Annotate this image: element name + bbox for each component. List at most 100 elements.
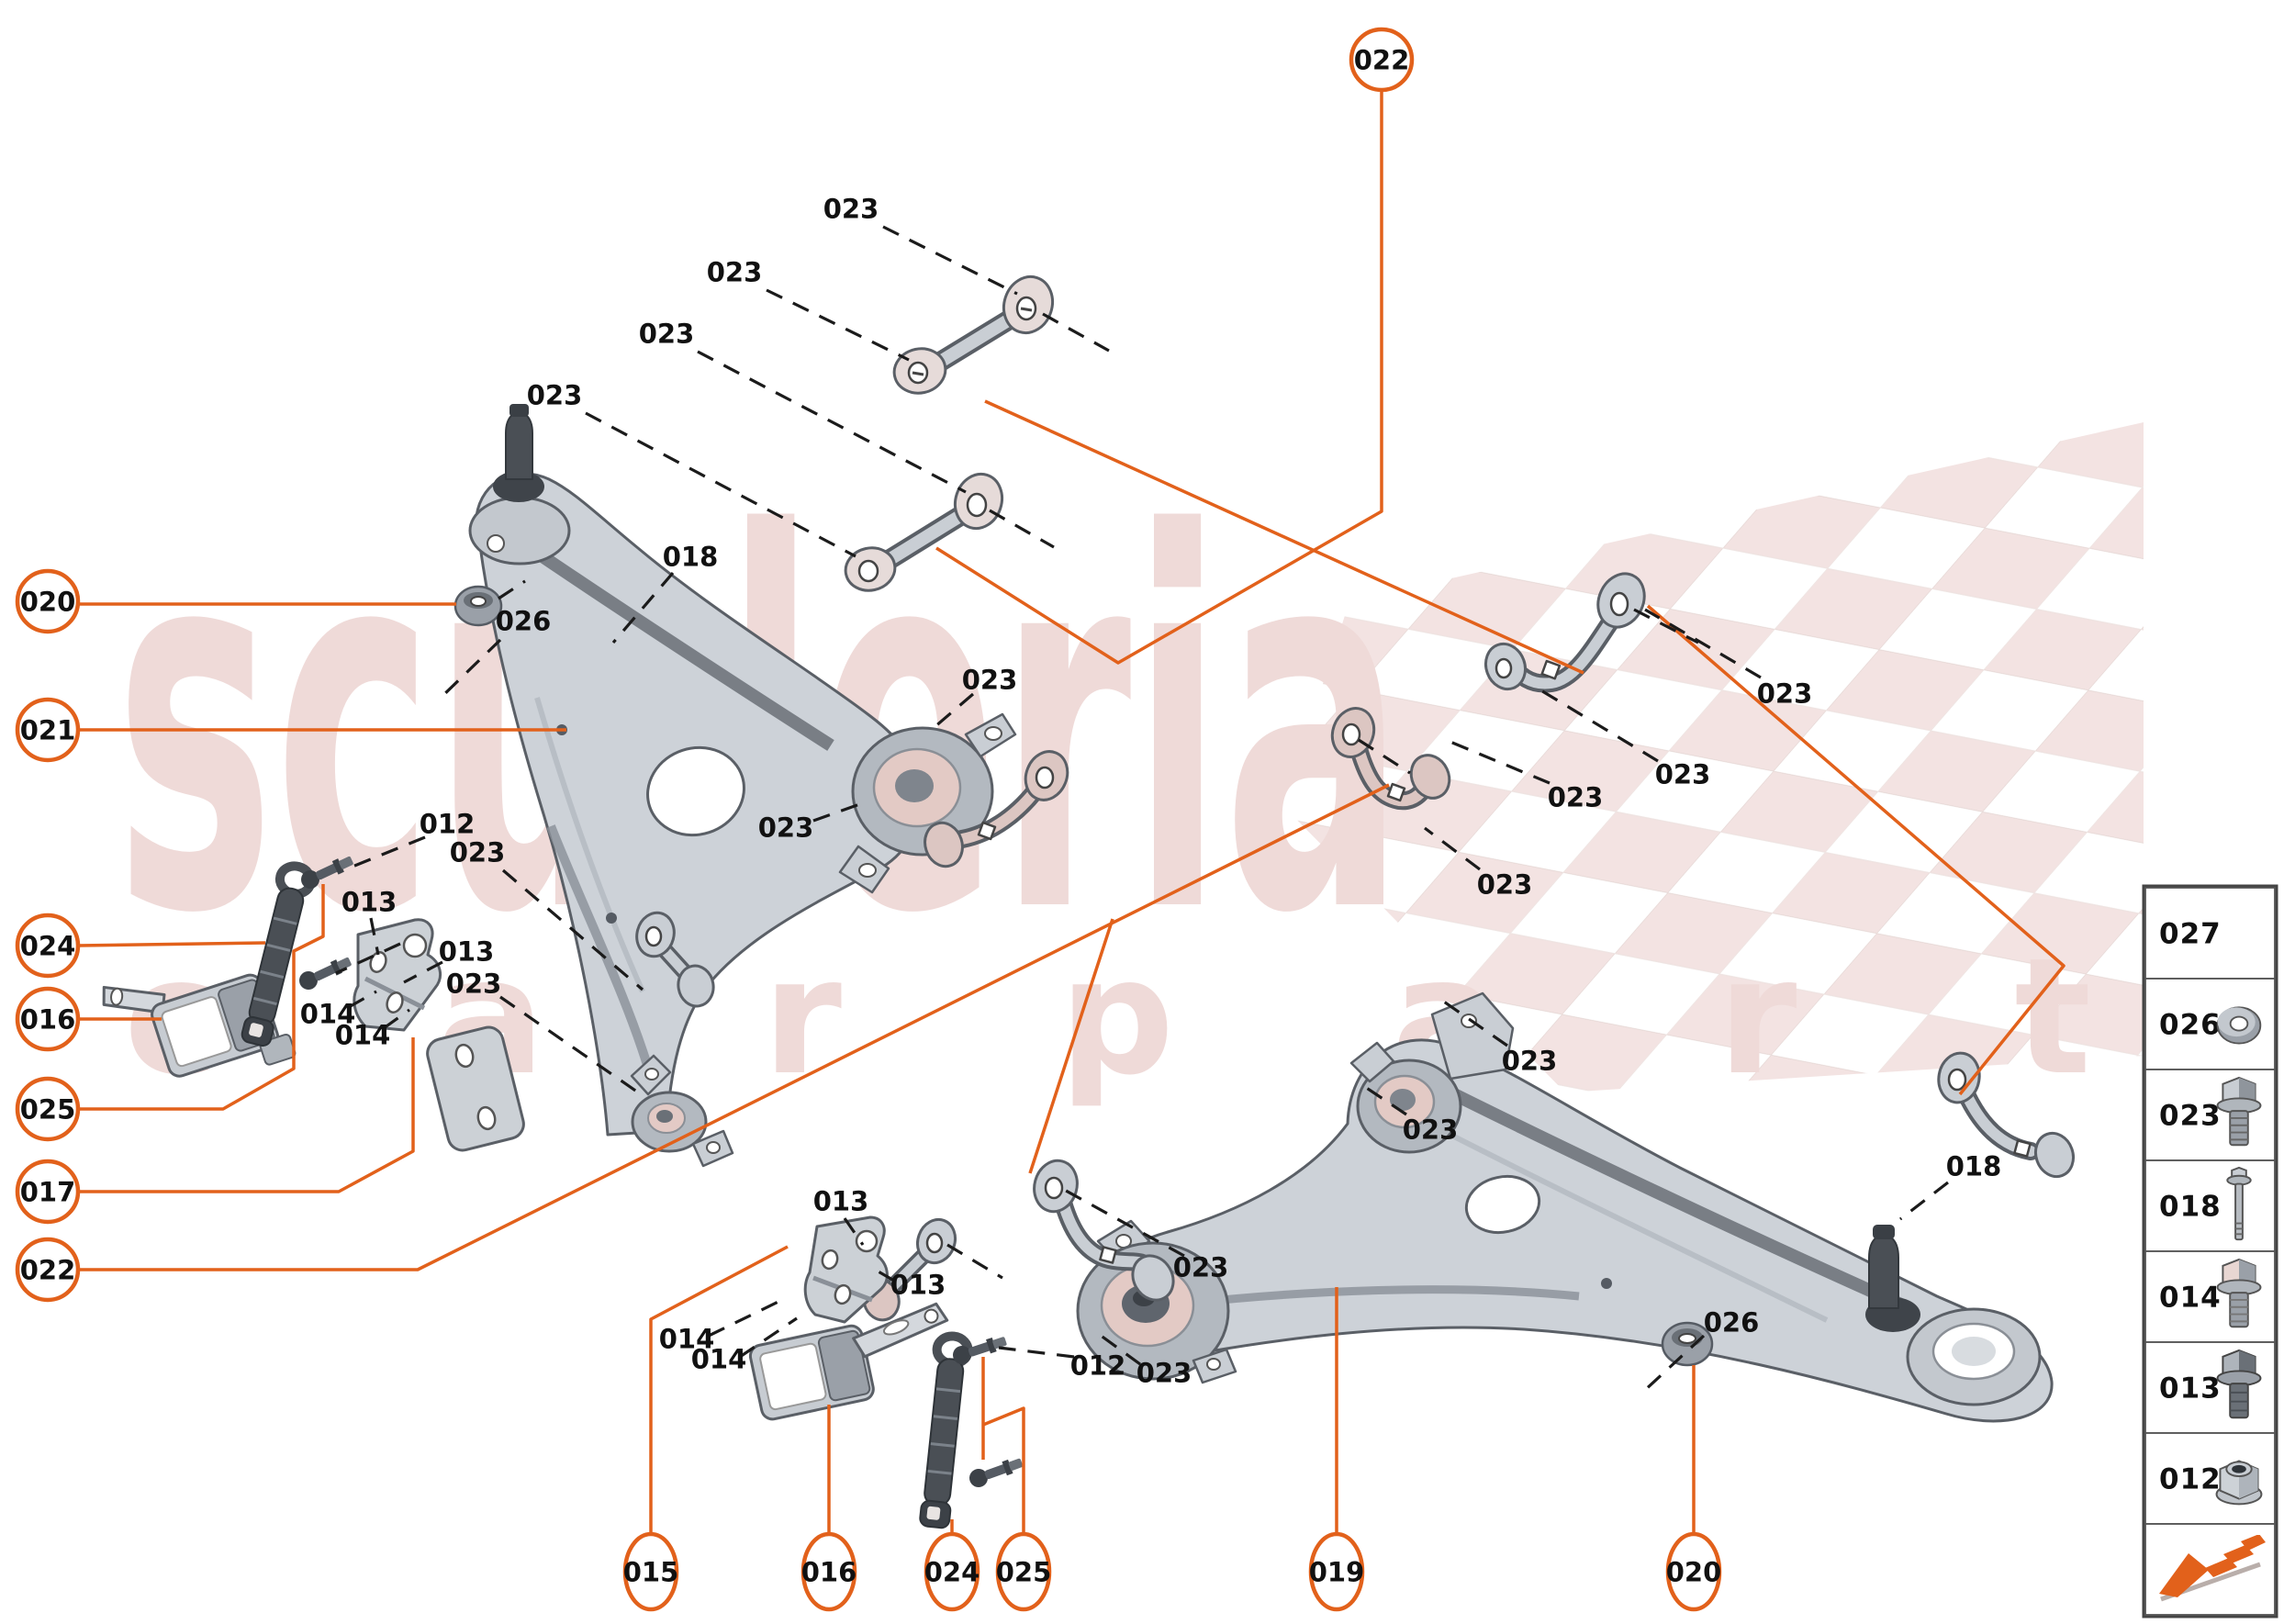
part-label-014-26: 014	[659, 1323, 715, 1354]
sidebar-row-label: 014	[2159, 1282, 2222, 1315]
callout-label: 015	[623, 1556, 679, 1587]
callout-021-left-1[interactable]: 021	[15, 697, 81, 763]
part-label-014-27: 014	[691, 1343, 747, 1374]
part-label-012-8: 012	[420, 808, 476, 839]
part-label-026-25: 026	[1704, 1306, 1760, 1338]
callout-025-bottom-3[interactable]: 025	[996, 1531, 1052, 1612]
part-label-013-22: 013	[813, 1185, 869, 1216]
callout-label: 020	[20, 586, 76, 617]
callout-label: 025	[20, 1093, 76, 1125]
callout-label: 022	[1354, 44, 1410, 75]
bracket-u-bottom	[1033, 1159, 1175, 1302]
sidebar-row-label: 023	[2159, 1100, 2222, 1133]
callout-label: 021	[20, 714, 76, 745]
part-label-023-3: 023	[527, 379, 583, 410]
sidebar-row-023[interactable]: 023	[2144, 1069, 2276, 1161]
part-label-013-10: 013	[341, 886, 397, 917]
bracket-dogbone-top-2	[844, 472, 1004, 592]
bushing-left	[453, 585, 503, 627]
sidebar-row-label: 027	[2159, 918, 2222, 951]
callout-016-bottom-1[interactable]: 016	[801, 1531, 857, 1612]
callout-019-bottom-4[interactable]: 019	[1309, 1531, 1365, 1612]
part-label-018-4: 018	[663, 541, 719, 572]
rear-mount-right	[1349, 991, 1515, 1154]
sidebar-row-027[interactable]: 027	[2144, 887, 2276, 980]
hook-bracket-right	[803, 1215, 889, 1324]
callout-label: 024	[20, 930, 76, 961]
part-label-023-18: 023	[1477, 868, 1533, 900]
control-arm-left	[468, 404, 1017, 1168]
callout-lines	[77, 90, 2066, 1534]
callout-015-bottom-0[interactable]: 015	[623, 1531, 679, 1612]
part-label-023-16: 023	[1655, 758, 1711, 790]
part-label-013-24: 013	[890, 1269, 946, 1300]
sidebar-row-label: 018	[2159, 1191, 2222, 1224]
part-label-023-15: 023	[1757, 678, 1813, 709]
part-label-023-7: 023	[758, 812, 814, 843]
callout-label: 016	[20, 1003, 76, 1035]
bracket-dogbone-top-1	[892, 274, 1055, 395]
callout-024-bottom-2[interactable]: 024	[924, 1531, 980, 1612]
callout-020-left-0[interactable]: 020	[15, 568, 81, 634]
leader-lines	[335, 225, 1949, 1394]
part-label-026-5: 026	[496, 605, 552, 636]
ball-stud-bolt	[969, 1458, 1024, 1487]
callout-017-left-5[interactable]: 017	[15, 1159, 81, 1225]
callout-label: 025	[996, 1556, 1052, 1587]
bracket-u-pink	[1330, 707, 1451, 811]
nut-icon	[2215, 1460, 2263, 1506]
bushing-right	[1661, 1321, 1714, 1367]
part-label-023-20: 023	[1403, 1114, 1459, 1145]
part-label-023-9: 023	[450, 836, 506, 868]
sidebar-row-012[interactable]: 012	[2144, 1432, 2276, 1525]
ball-stud-bolt	[953, 1337, 1007, 1364]
sidebar-row-label: 013	[2159, 1372, 2222, 1406]
rear-bushing-left	[838, 712, 1017, 894]
callout-label: 022	[20, 1254, 76, 1285]
part-label-023-29: 023	[1136, 1357, 1192, 1388]
callout-label: 024	[924, 1556, 980, 1587]
bracket-dogbone-mid	[635, 911, 715, 1008]
bracket-bent-far-right	[1937, 1051, 2076, 1179]
sensor-left	[102, 973, 297, 1078]
ball-joint-boss	[468, 496, 571, 566]
mounting-plate-left	[426, 1025, 525, 1152]
ball-stud-bolt	[301, 856, 353, 889]
sensor-right	[748, 1302, 949, 1421]
link-rod-left	[241, 861, 316, 1047]
sidebar-row-014[interactable]: 014	[2144, 1250, 2276, 1343]
checkered-flag-watermark	[1283, 422, 2144, 1092]
part-label-023-12: 023	[446, 968, 502, 999]
ball-joint-right	[1865, 1225, 2042, 1406]
sidebar-row-013[interactable]: 013	[2144, 1341, 2276, 1434]
part-label-012-28: 012	[1070, 1350, 1126, 1381]
front-mount-left	[630, 1054, 734, 1168]
sidebar-row-label: 026	[2159, 1009, 2222, 1042]
bracket-bent-rear-left	[924, 750, 1069, 868]
part-label-023-6: 023	[962, 664, 1018, 695]
sidebar-row-026[interactable]: 026	[2144, 978, 2276, 1070]
callout-label: 016	[801, 1556, 857, 1587]
washer-icon	[2216, 1006, 2262, 1045]
callout-020-bottom-5[interactable]: 020	[1666, 1531, 1722, 1612]
callout-025-left-4[interactable]: 025	[15, 1076, 81, 1142]
part-label-014-14: 014	[335, 1019, 391, 1050]
part-label-023-23: 023	[1173, 1251, 1229, 1282]
part-label-013-11: 013	[439, 935, 495, 967]
callout-022-left-6[interactable]: 022	[15, 1237, 81, 1303]
part-label-023-2: 023	[639, 318, 695, 349]
callout-022-top-0[interactable]: 022	[1349, 27, 1415, 93]
part-label-023-19: 023	[1502, 1045, 1558, 1076]
callout-016-left-3[interactable]: 016	[15, 986, 81, 1052]
bracket-u-right	[1483, 572, 1646, 693]
part-label-023-17: 023	[1548, 781, 1604, 812]
callout-label: 017	[20, 1176, 76, 1207]
part-label-023-0: 023	[823, 193, 879, 224]
sidebar-row-018[interactable]: 018	[2144, 1159, 2276, 1252]
control-arm-right	[1076, 991, 2054, 1423]
sidebar-logo-cell[interactable]	[2144, 1523, 2276, 1616]
callout-label: 020	[1666, 1556, 1722, 1587]
callout-024-left-2[interactable]: 024	[15, 913, 81, 979]
link-rod-right	[919, 1331, 973, 1529]
